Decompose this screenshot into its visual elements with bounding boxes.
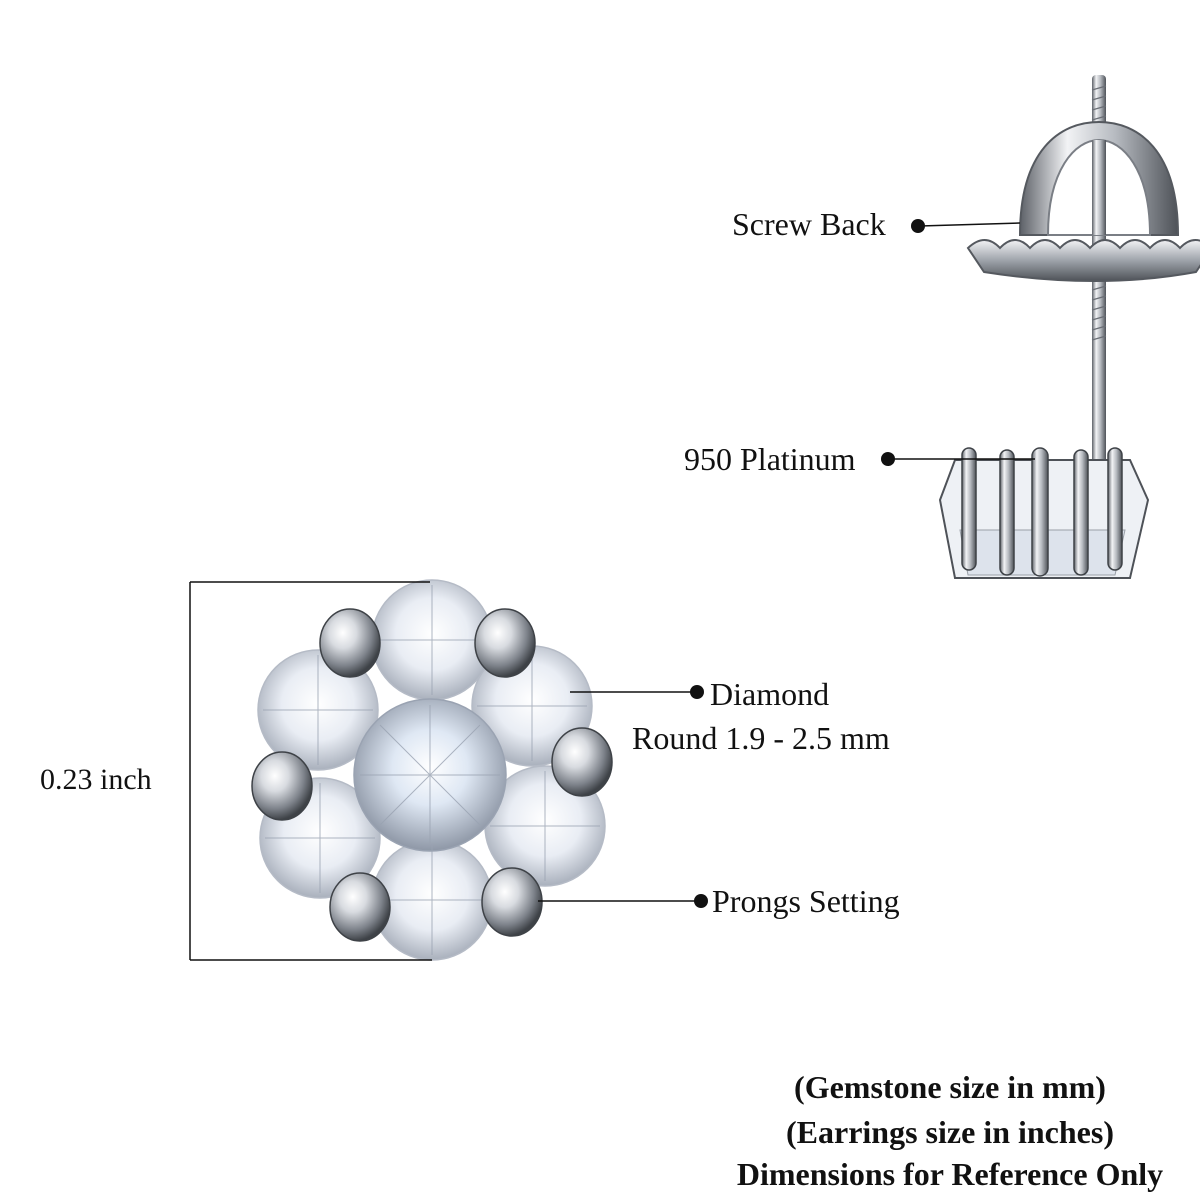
leader-screw-back <box>919 222 1021 227</box>
note-earring-unit: (Earrings size in inches) <box>786 1114 1114 1150</box>
diamond-facets <box>263 585 600 955</box>
screw-back-base <box>966 239 1200 282</box>
label-size-inch: 0.23 inch <box>40 763 152 796</box>
side-prongs <box>961 447 1123 577</box>
leader-lines <box>538 222 1035 902</box>
side-view-earring <box>938 75 1200 579</box>
dot-prongs <box>694 894 708 908</box>
dot-platinum <box>881 452 895 466</box>
note-reference: Dimensions for Reference Only <box>736 1156 1164 1192</box>
label-diamond: Diamond <box>710 676 830 712</box>
front-view-earring <box>251 579 613 961</box>
label-platinum: 950 Platinum <box>684 441 856 477</box>
label-diamond-detail: Round 1.9 - 2.5 mm <box>632 720 890 756</box>
dimension-bracket <box>189 581 432 961</box>
note-gemstone-unit: (Gemstone size in mm) <box>794 1069 1106 1105</box>
dot-screw-back <box>911 219 925 233</box>
leader-dots <box>690 219 925 908</box>
prong-balls <box>251 608 613 942</box>
dot-diamond <box>690 685 704 699</box>
label-prongs: Prongs Setting <box>712 883 900 919</box>
label-screw-back: Screw Back <box>732 206 886 242</box>
